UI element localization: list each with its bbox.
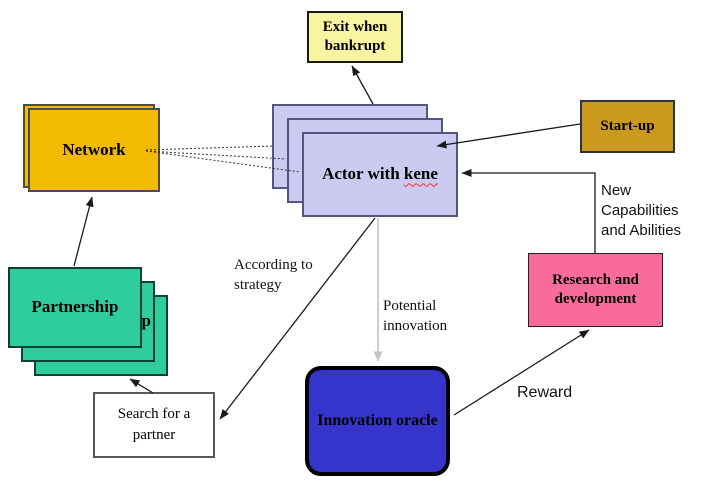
actor-label-prefix: Actor with: [322, 164, 404, 184]
edge-label-potential-innovation: Potential innovation: [383, 298, 448, 334]
node-label: Research and development: [552, 271, 639, 308]
arrow-startup-to-actor: [436, 123, 581, 149]
node-label: Network: [62, 139, 126, 159]
node-label: Partnership: [31, 297, 119, 317]
node-actor-with-kene: Actor with kene: [302, 132, 458, 217]
node-label: Innovation oracle: [317, 411, 438, 429]
arrow-actor-to-exit: [351, 65, 374, 105]
node-start-up: Start-up: [580, 100, 675, 153]
node-label: Start-up: [600, 117, 655, 134]
node-innovation-oracle: Innovation oracle: [305, 366, 450, 476]
arrow-partnership-to-network: [73, 196, 94, 267]
node-label: Search for a partner: [117, 406, 191, 443]
node-research-and-development: Research and development: [528, 253, 663, 327]
node-exit-when-bankrupt: Exit when bankrupt: [307, 11, 403, 63]
arrow-rnd-to-actor-new-capabilities: [461, 169, 596, 253]
node-search-for-a-partner: Search for a partner: [93, 392, 215, 458]
node-label: Exit when bankrupt: [322, 18, 388, 55]
node-network: Network: [28, 108, 160, 192]
misspelled-word: kene: [403, 164, 438, 184]
node-partnership: Partnership: [8, 267, 142, 348]
edge-label-new-capabilities-and-abilities: New Capabilities and Abilities: [601, 182, 682, 239]
arrow-search-to-partnership: [129, 378, 154, 394]
edge-label-according-to-strategy: According to strategy: [234, 257, 313, 293]
dotted-link-network-to-actor-1: [145, 145, 273, 151]
node-label: Actor with kene: [322, 163, 438, 185]
dotted-link-network-to-actor-2: [145, 150, 287, 160]
edge-label-reward: Reward: [517, 384, 573, 401]
